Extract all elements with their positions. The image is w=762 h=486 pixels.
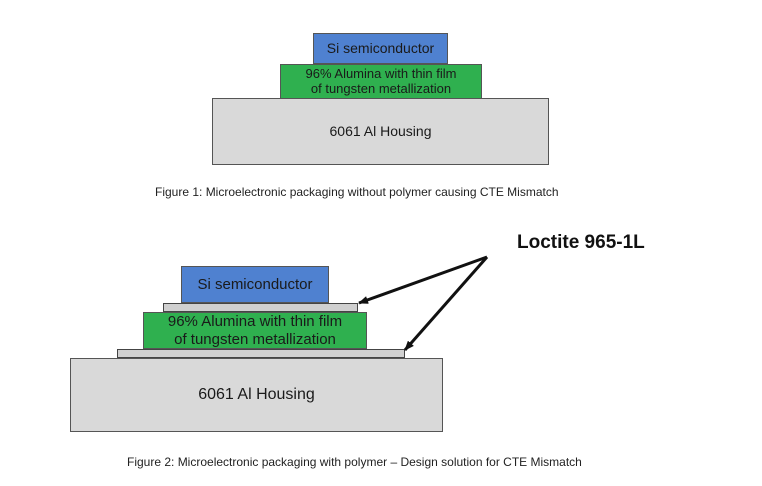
fig2-si-label: Si semiconductor [197, 275, 313, 293]
fig1-si-label: Si semiconductor [326, 40, 435, 57]
loctite-callout-label: Loctite 965-1L [517, 232, 645, 253]
callout-arrow-bottom-adhesive [403, 256, 489, 351]
fig2-caption: Figure 2: Microelectronic packaging with… [127, 455, 582, 469]
fig1-si-semiconductor-layer: Si semiconductor [313, 33, 448, 64]
fig2-alumina-label-line2: of tungsten metallization [174, 330, 336, 348]
fig2-alumina-label-line1: 96% Alumina with thin film [167, 313, 343, 331]
fig1-alumina-label-line2: of tungsten metallization [310, 80, 452, 96]
fig2-alumina-layer: 96% Alumina with thin film of tungsten m… [143, 312, 367, 349]
fig2-housing-layer: 6061 Al Housing [70, 358, 443, 432]
fig2-adhesive-layer-bottom [117, 349, 405, 358]
callout-arrow-top-adhesive [358, 255, 488, 305]
fig2-adhesive-layer-top [163, 303, 358, 312]
fig1-caption: Figure 1: Microelectronic packaging with… [155, 185, 559, 199]
fig1-alumina-label-line1: 96% Alumina with thin film [305, 65, 457, 81]
fig2-housing-label: 6061 Al Housing [198, 385, 315, 403]
fig1-alumina-layer: 96% Alumina with thin film of tungsten m… [280, 64, 482, 99]
fig1-housing-layer: 6061 Al Housing [212, 98, 549, 165]
fig1-housing-label: 6061 Al Housing [329, 123, 432, 140]
fig2-si-semiconductor-layer: Si semiconductor [181, 266, 329, 303]
